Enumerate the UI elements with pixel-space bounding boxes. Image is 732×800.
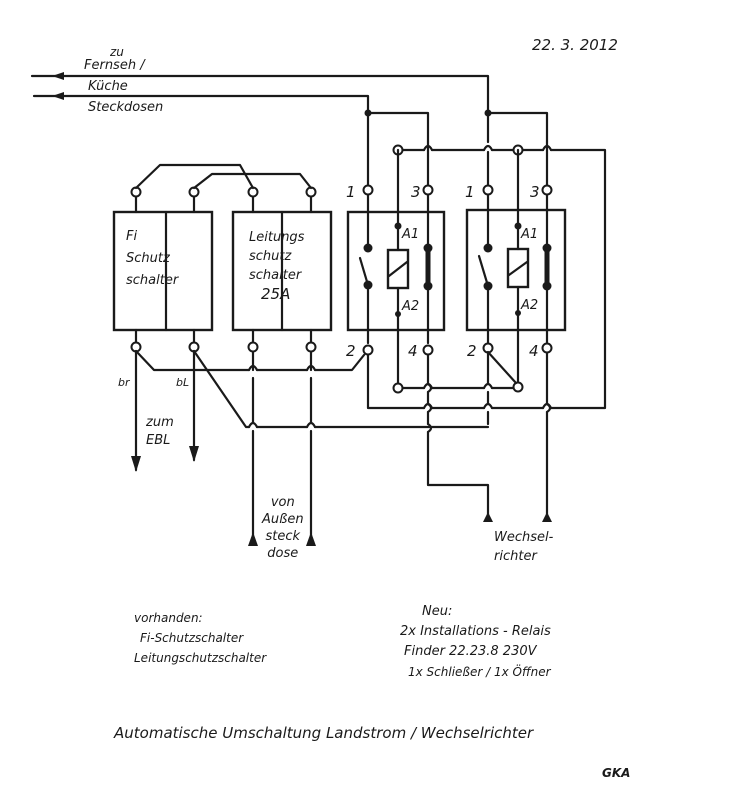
new-heading: Neu: — [422, 604, 453, 619]
shore-label-line: von — [270, 495, 295, 510]
new-item: 2x Installations - Relais — [400, 624, 551, 639]
signature: GKA — [602, 766, 631, 780]
new-item: Finder 22.23.8 230V — [404, 644, 537, 659]
new-item: 1x Schließer / 1x Öffner — [408, 665, 551, 679]
ebl-label: zum EBL — [146, 414, 174, 450]
arrow-left-icon — [52, 72, 64, 80]
diagram-title: Automatische Umschaltung Landstrom / Wec… — [114, 724, 534, 742]
output-label-kueche: Küche — [88, 79, 128, 94]
output-label-fernseh: Fernseh / — [84, 58, 145, 73]
coil-label: A2 — [401, 299, 419, 314]
existing-notes: vorhanden: Fi-Schutzschalter Leitungschu… — [134, 608, 266, 668]
output-lines — [30, 72, 490, 115]
ebl-label-line: zum — [146, 415, 174, 430]
arrow-left-icon — [52, 92, 64, 100]
pin-label: 2 — [346, 342, 356, 360]
coil-label: A1 — [520, 227, 538, 242]
ebl-label-line: EBL — [146, 433, 171, 448]
shore-label-line: steck — [265, 529, 301, 544]
pin-label: 2 — [467, 342, 477, 360]
shore-label-line: Außen — [262, 512, 304, 527]
pin-label: 1 — [346, 183, 356, 201]
coil-label: A1 — [401, 227, 419, 242]
existing-item: Leitungschutzschalter — [134, 651, 267, 665]
arrow-up-icon — [542, 512, 552, 522]
inverter-label: Wechsel- richter — [494, 528, 553, 566]
relay-labels: 1 3 2 4 A1 A2 1 3 2 4 A1 A2 — [346, 183, 540, 360]
pin-label: 3 — [530, 183, 540, 201]
existing-item: Fi-Schutzschalter — [140, 631, 244, 645]
arrow-down-icon — [131, 456, 141, 472]
shore-label-line: dose — [267, 546, 299, 561]
lower-wiring — [131, 349, 553, 546]
pin-label: 1 — [465, 183, 475, 201]
output-label-steckdosen: Steckdosen — [88, 100, 164, 115]
mcb-label: Leitungs schutz schalter 25A — [249, 228, 304, 304]
mcb-label-line: schutz — [249, 249, 292, 264]
mcb-label-line: schalter — [249, 268, 302, 283]
inverter-label-line: richter — [494, 549, 537, 564]
rcd-breaker — [112, 186, 214, 353]
wire-brown-label: br — [118, 376, 130, 389]
arrow-down-icon — [189, 446, 199, 462]
arrow-up-icon — [483, 512, 493, 522]
pin-label: 4 — [529, 342, 539, 360]
rcd-label-line: schalter — [126, 273, 179, 288]
coil-label: A2 — [520, 298, 538, 313]
date-label: 22. 3. 2012 — [532, 36, 618, 54]
supply-rails — [364, 109, 607, 410]
arrow-up-icon — [248, 532, 258, 546]
pin-label: 3 — [411, 183, 421, 201]
output-label-zu: zu — [110, 45, 124, 59]
rcd-label: Fi Schutz schalter — [126, 226, 178, 292]
new-notes: Neu: 2x Installations - Relais Finder 22… — [400, 602, 551, 682]
relay-right — [465, 148, 567, 389]
arrow-up-icon — [306, 532, 316, 546]
wire-blue-label: bL — [176, 376, 190, 389]
rcd-label-line: Fi — [126, 229, 138, 244]
existing-heading: vorhanden: — [134, 611, 203, 625]
rcd-label-line: Schutz — [126, 251, 170, 266]
relay-left — [346, 148, 446, 390]
shore-power-label: von Außen steck dose — [262, 494, 304, 562]
inverter-label-line: Wechsel- — [494, 530, 554, 545]
mcb-rating: 25A — [261, 285, 291, 303]
mcb-label-line: Leitungs — [249, 230, 305, 245]
pin-label: 4 — [408, 342, 418, 360]
